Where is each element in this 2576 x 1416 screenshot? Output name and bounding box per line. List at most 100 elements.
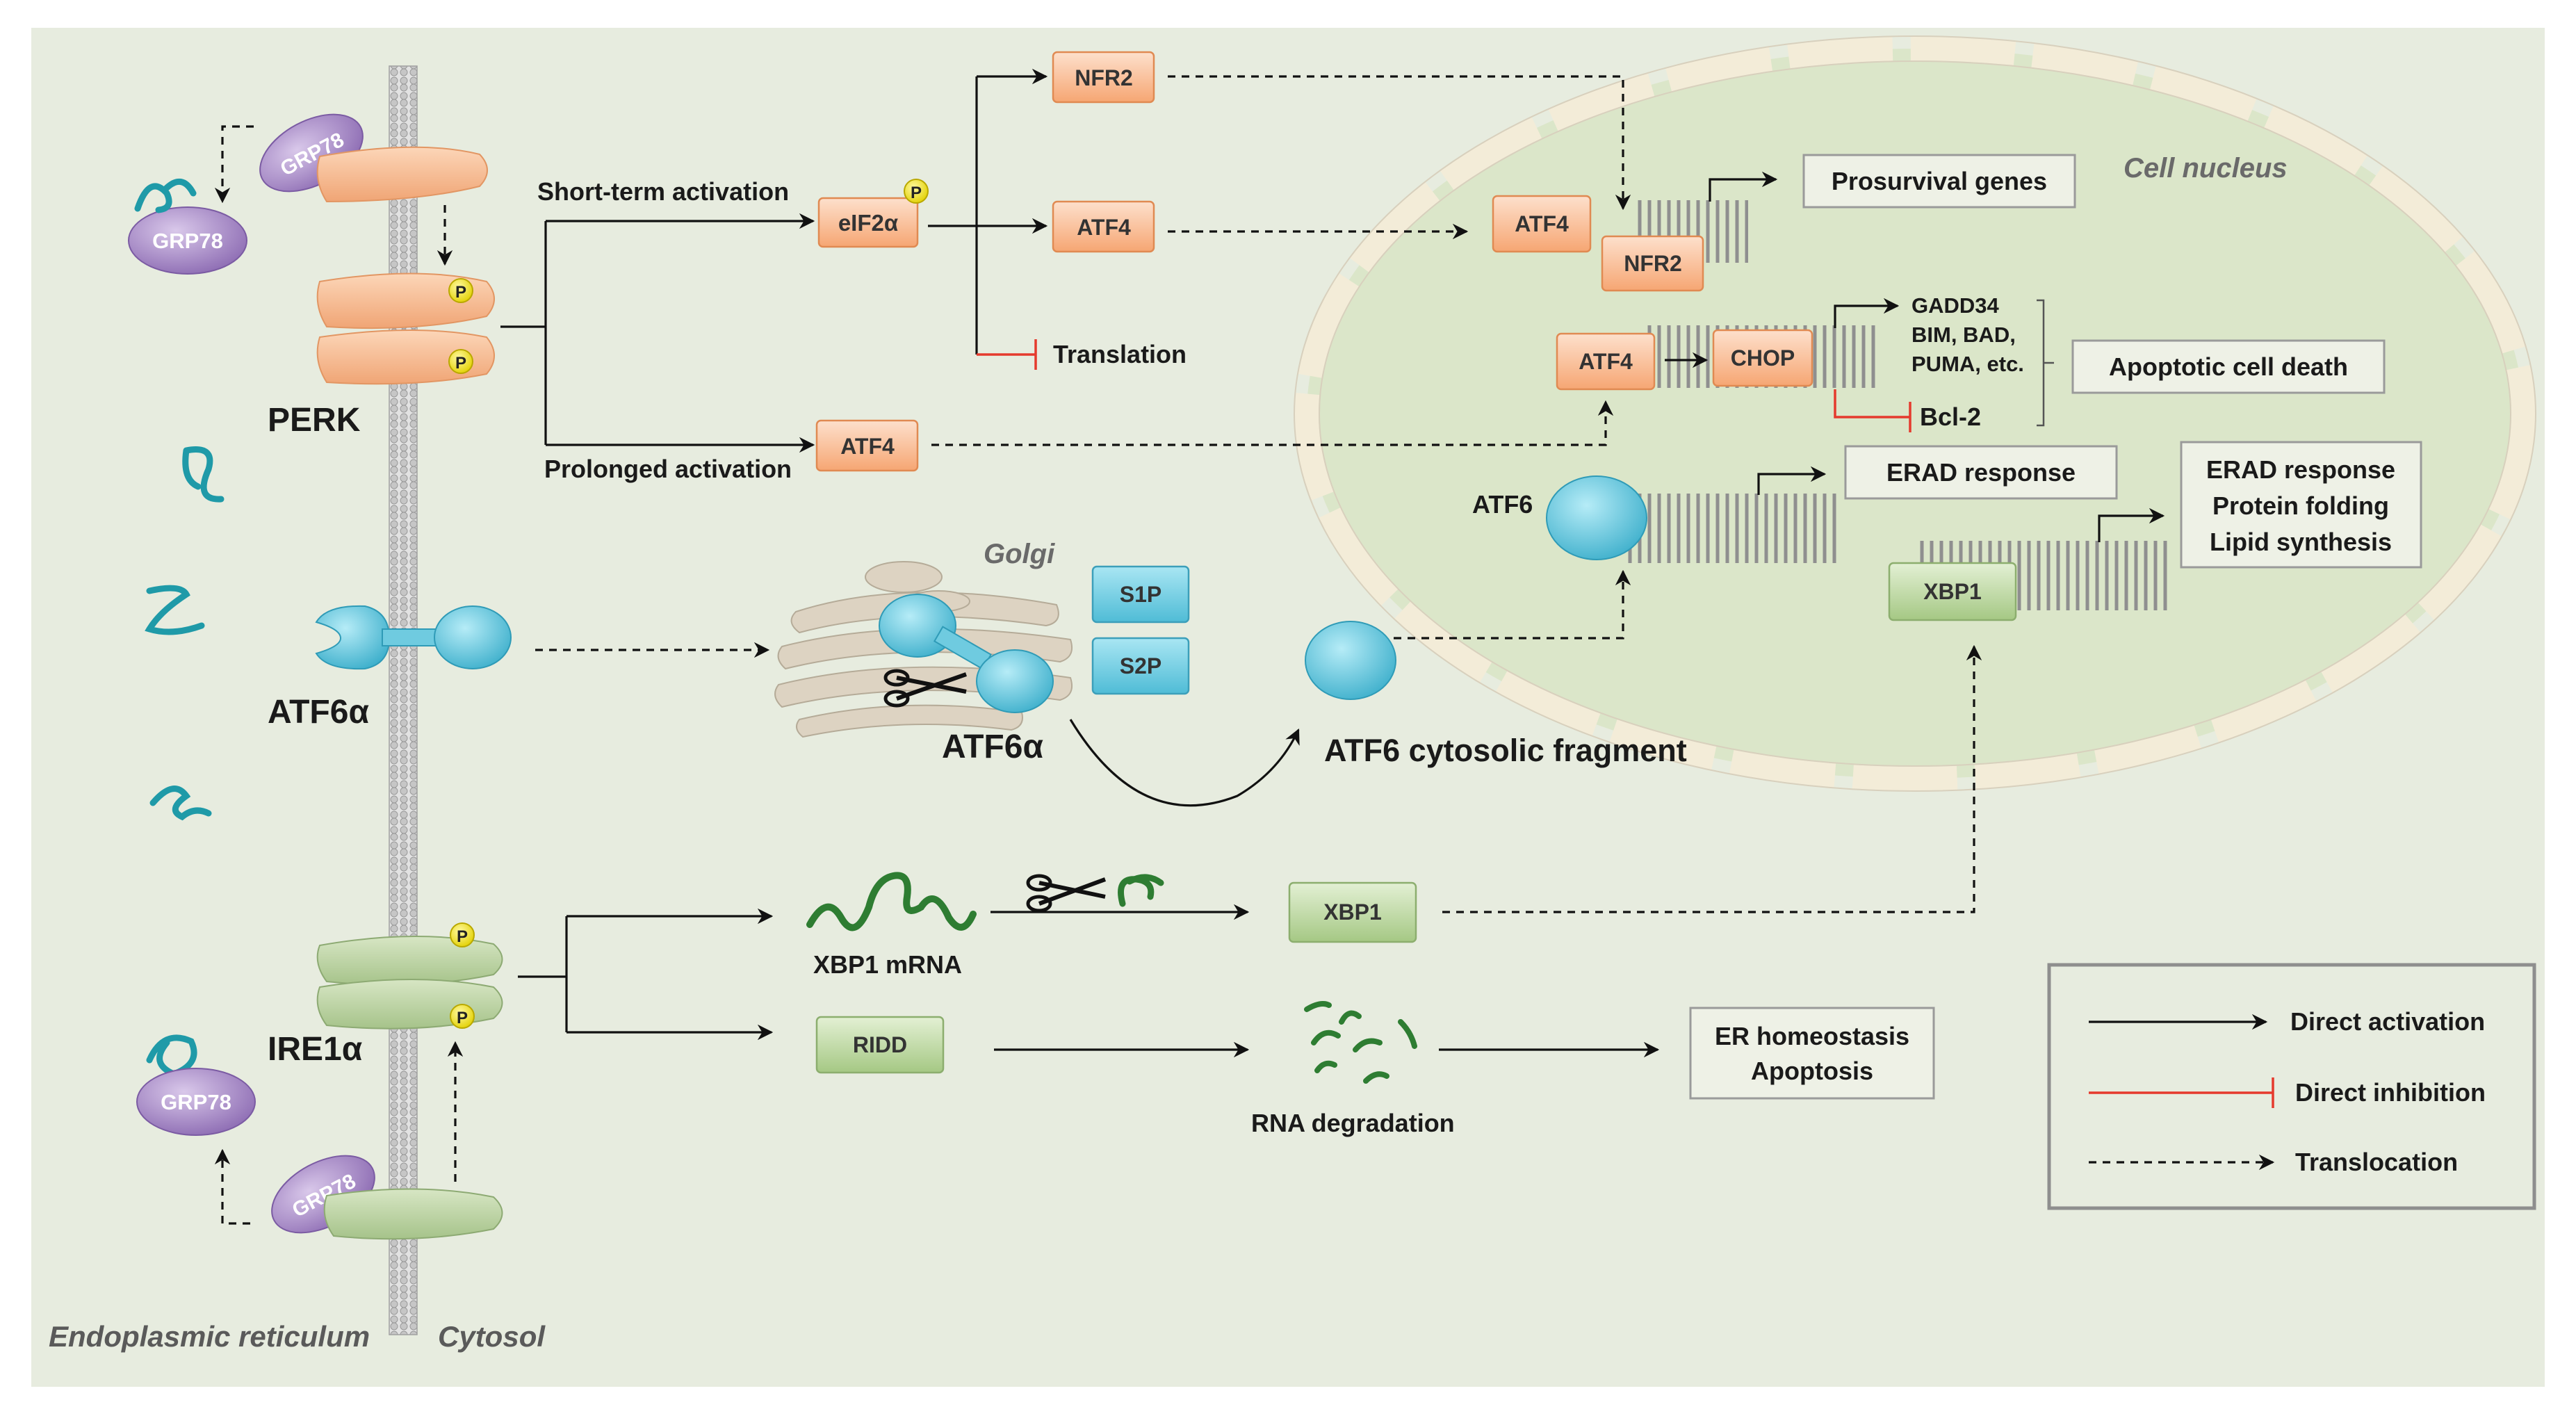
atf6a-membrane-protein bbox=[315, 605, 512, 670]
eif2a-branch bbox=[928, 76, 978, 355]
svg-text:S2P: S2P bbox=[1120, 653, 1161, 678]
fragment-label: ATF6 cytosolic fragment bbox=[1324, 733, 1687, 768]
grp78-release-arrow-ire1 bbox=[214, 1148, 250, 1225]
cytosol-label: Cytosol bbox=[438, 1320, 546, 1353]
xbp1-tss-arrow bbox=[2098, 507, 2165, 542]
prolonged-label: Prolonged activation bbox=[544, 455, 792, 483]
unfolded-protein bbox=[134, 179, 197, 213]
prosurvival-tss-arrow bbox=[1709, 171, 1778, 202]
svg-text:ERAD response: ERAD response bbox=[2206, 455, 2395, 484]
perk-dimer: P P bbox=[316, 272, 495, 385]
svg-text:Lipid synthesis: Lipid synthesis bbox=[2210, 528, 2392, 556]
atf6-cytosolic-fragment bbox=[1305, 621, 1396, 700]
nuc-atf4-box-1: ATF4 bbox=[1492, 195, 1592, 253]
chop-activation-arrow bbox=[1834, 298, 1900, 328]
dna-erad bbox=[1627, 494, 1839, 563]
nuc-atf6-blob bbox=[1546, 475, 1647, 560]
ire1a-label: IRE1α bbox=[268, 1031, 363, 1068]
gene-list-2: BIM, BAD, bbox=[1911, 323, 2016, 347]
gene-list-1: GADD34 bbox=[1911, 293, 2000, 318]
s2p-box: S2P bbox=[1091, 637, 1190, 695]
er-membrane bbox=[389, 65, 418, 1335]
svg-text:P: P bbox=[457, 1009, 468, 1027]
nfr2-box: NFR2 bbox=[1052, 51, 1155, 104]
ire1a-dimer: P P bbox=[316, 922, 503, 1030]
scissors-icon bbox=[883, 669, 967, 708]
nuc-xbp1-box: XBP1 bbox=[1888, 562, 2017, 621]
perk-branch-line bbox=[500, 221, 547, 445]
svg-text:NFR2: NFR2 bbox=[1075, 65, 1133, 90]
nuc-atf6-label: ATF6 bbox=[1472, 490, 1533, 519]
svg-text:Protein folding: Protein folding bbox=[2212, 491, 2389, 520]
svg-text:ERAD response: ERAD response bbox=[1886, 458, 2076, 487]
svg-text:P: P bbox=[457, 927, 468, 946]
grp78-label: GRP78 bbox=[152, 229, 223, 253]
er-label: Endoplasmic reticulum bbox=[49, 1320, 370, 1353]
svg-text:ATF4: ATF4 bbox=[840, 434, 895, 459]
gene-bracket bbox=[2037, 299, 2054, 427]
svg-text:RIDD: RIDD bbox=[853, 1032, 907, 1057]
bcl2-label: Bcl-2 bbox=[1920, 402, 1981, 431]
legend-translocation-label: Translocation bbox=[2295, 1148, 2458, 1176]
atf4-box-short: ATF4 bbox=[1052, 200, 1155, 253]
nucleus-label: Cell nucleus bbox=[2123, 153, 2288, 184]
phosphate-icon: P bbox=[448, 278, 473, 303]
xbp1-translocation bbox=[1442, 644, 1982, 913]
ire1-monomer bbox=[323, 1188, 503, 1240]
erad-box: ERAD response bbox=[1844, 445, 2118, 500]
unfolded-protein bbox=[145, 585, 205, 635]
svg-text:ATF4: ATF4 bbox=[1515, 211, 1569, 236]
svg-text:ATF4: ATF4 bbox=[1077, 215, 1131, 240]
ire1-outcome-box: ER homeostasis Apoptosis bbox=[1689, 1007, 1935, 1100]
svg-text:ATF4: ATF4 bbox=[1579, 349, 1633, 374]
legend-inhibition-line bbox=[2089, 1077, 2274, 1108]
svg-text:S1P: S1P bbox=[1120, 582, 1161, 607]
ire1-branch-line bbox=[518, 916, 568, 1032]
erad-tss-arrow bbox=[1757, 466, 1827, 495]
prosurvival-genes-box: Prosurvival genes bbox=[1802, 154, 2076, 209]
xbp1-box: XBP1 bbox=[1288, 881, 1417, 943]
grp78-release-arrow bbox=[214, 125, 254, 204]
svg-text:XBP1: XBP1 bbox=[1923, 579, 1982, 604]
legend: Direct activation Direct inhibition Tran… bbox=[2047, 963, 2536, 1210]
svg-text:CHOP: CHOP bbox=[1731, 345, 1795, 371]
atf6a-label: ATF6α bbox=[268, 694, 369, 731]
fragment-translocation bbox=[1394, 569, 1631, 640]
perk-label: PERK bbox=[268, 402, 361, 439]
s1p-box: S1P bbox=[1091, 565, 1190, 624]
svg-text:Apoptosis: Apoptosis bbox=[1751, 1057, 1873, 1085]
translation-label: Translation bbox=[1053, 340, 1187, 368]
svg-text:NFR2: NFR2 bbox=[1624, 251, 1682, 276]
rna-degradation-label: RNA degradation bbox=[1251, 1109, 1455, 1137]
svg-text:P: P bbox=[455, 283, 466, 302]
gene-list-3: PUMA, etc. bbox=[1911, 352, 2024, 376]
scissors-icon bbox=[1026, 874, 1107, 913]
phosphate-icon: P bbox=[450, 1004, 475, 1029]
unfolded-protein bbox=[182, 446, 225, 503]
grp78-free-ire1: GRP78 bbox=[136, 1068, 256, 1136]
spliced-intron-icon bbox=[1118, 874, 1164, 907]
nuc-atf4-box-2: ATF4 bbox=[1556, 332, 1656, 391]
grp78-free-perk: GRP78 bbox=[128, 206, 247, 275]
svg-text:P: P bbox=[911, 184, 922, 202]
unfolded-protein bbox=[149, 786, 212, 821]
perk-monomer bbox=[316, 146, 488, 203]
svg-text:Prosurvival genes: Prosurvival genes bbox=[1832, 167, 2047, 195]
xbp1-outcome-box: ERAD response Protein folding Lipid synt… bbox=[2180, 441, 2422, 569]
apoptotic-box: Apoptotic cell death bbox=[2071, 339, 2386, 394]
svg-text:Apoptotic cell death: Apoptotic cell death bbox=[2109, 352, 2348, 381]
legend-inhibition-label: Direct inhibition bbox=[2295, 1078, 2486, 1107]
phosphate-icon: P bbox=[448, 349, 473, 374]
translation-inhibit bbox=[977, 339, 1037, 370]
short-term-label: Short-term activation bbox=[537, 177, 789, 206]
unfolded-protein bbox=[146, 1034, 197, 1077]
ridd-box: RIDD bbox=[815, 1016, 945, 1074]
nfr2-translocation bbox=[1168, 75, 1631, 211]
svg-text:eIF2α: eIF2α bbox=[838, 210, 898, 236]
grp78-label: GRP78 bbox=[161, 1090, 231, 1114]
cell-nucleus bbox=[1294, 35, 2536, 792]
atf4-box-prolonged: ATF4 bbox=[815, 419, 919, 472]
cleavage-release-arrow bbox=[1069, 719, 1300, 807]
svg-text:P: P bbox=[455, 354, 466, 373]
